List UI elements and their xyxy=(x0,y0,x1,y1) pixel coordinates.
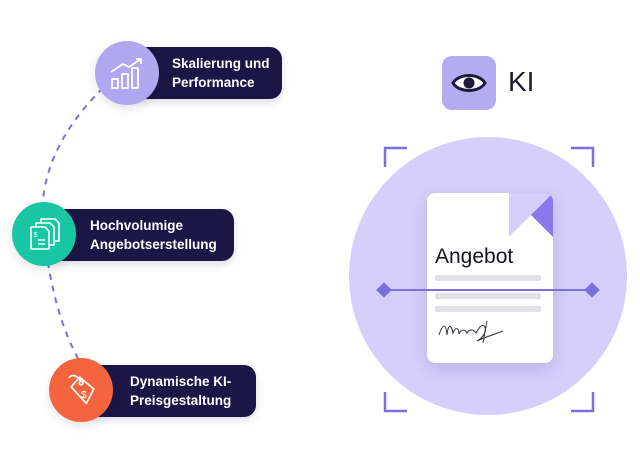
ki-logo-tile xyxy=(442,56,496,110)
signature-icon xyxy=(438,320,504,344)
document-text-line xyxy=(435,293,541,299)
document-title: Angebot xyxy=(435,245,514,268)
price-tag-icon: $ xyxy=(49,358,113,422)
feature-label-line2: Preisgestaltung xyxy=(130,393,232,408)
feature-label-line2: Performance xyxy=(172,75,255,90)
growth-chart-icon xyxy=(95,41,159,105)
document-stack-icon: $ xyxy=(12,202,76,266)
feature-pill-volume: Hochvolumige Angebotserstellung xyxy=(48,209,234,261)
feature-pill-pricing: Dynamische KI- Preisgestaltung xyxy=(88,365,256,417)
ki-label: KI xyxy=(508,66,535,97)
svg-text:$: $ xyxy=(81,390,87,401)
offer-document: Angebot xyxy=(427,193,553,363)
feature-label-line1: Dynamische KI- xyxy=(130,374,232,389)
document-text-line xyxy=(435,306,541,312)
eye-icon xyxy=(451,74,487,92)
feature-label-line1: Skalierung und xyxy=(172,56,270,71)
svg-text:$: $ xyxy=(34,232,38,239)
feature-label-line2: Angebotserstellung xyxy=(90,237,217,252)
feature-label-line1: Hochvolumige xyxy=(90,218,184,233)
document-text-line xyxy=(435,275,541,281)
